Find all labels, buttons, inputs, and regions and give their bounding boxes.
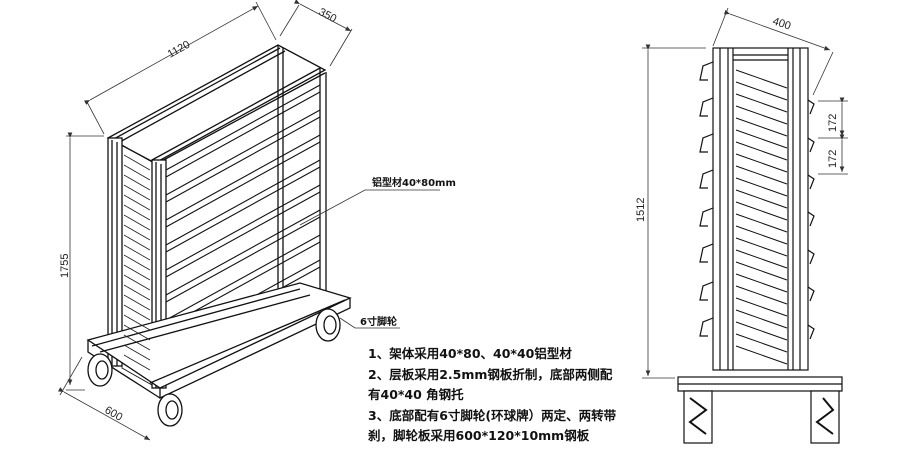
dim-shelf-pitch-2: 172: [827, 150, 839, 168]
dim-height-1755: 1755: [59, 254, 71, 278]
callout-caster: 6寸脚轮: [360, 315, 397, 328]
side-view-rack: [677, 47, 843, 444]
note-line-5: 刹，脚轮板采用600*120*10mm钢板: [368, 428, 590, 443]
isometric-rack: [86, 44, 352, 427]
dim-width-400: 400: [771, 15, 792, 32]
side-view-brackets: [699, 61, 815, 340]
spec-notes: 1、架体采用40*80、40*40铝型材 2、层板采用2.5mm钢板折制，底部两…: [368, 344, 638, 447]
dim-shelf-pitch-1: 172: [827, 114, 839, 132]
side-view-shelves: [735, 69, 788, 365]
side-panel-hatching: [123, 154, 151, 371]
dim-height-1512: 1512: [635, 198, 647, 222]
note-line-1: 1、架体采用40*80、40*40铝型材: [368, 346, 572, 361]
iso-dimension-lines: [57, 0, 440, 441]
callout-aluminum-profile: 铝型材40*80mm: [372, 176, 456, 189]
dim-length-1120: 1120: [166, 39, 193, 61]
note-line-4: 3、底部配有6寸脚轮(环球牌）两定、两转带: [368, 407, 617, 423]
side-dimension-lines: [642, 7, 848, 379]
note-line-3: 有40*40 角钢托: [368, 387, 464, 402]
note-line-2: 2、层板采用2.5mm钢板折制，底部两侧配: [368, 366, 613, 382]
dim-base-600: 600: [103, 404, 125, 424]
